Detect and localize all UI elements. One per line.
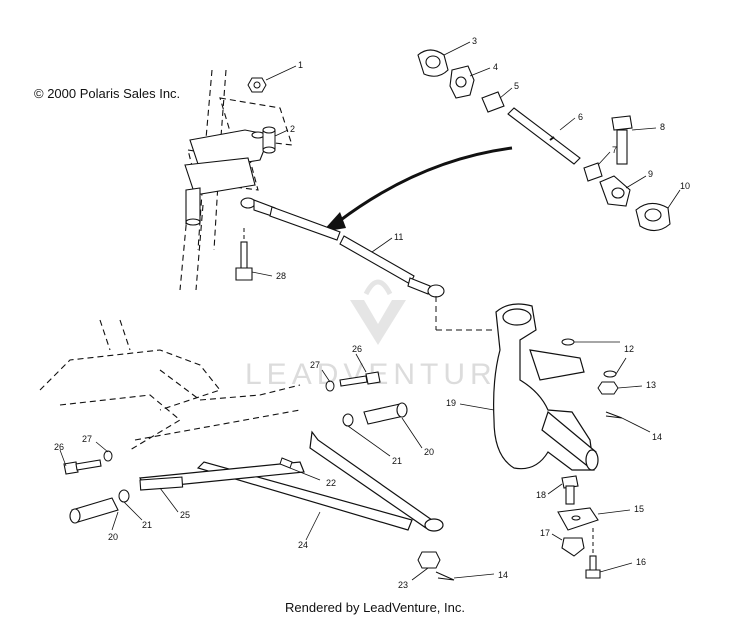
part-23-castle-nut: [417, 551, 441, 569]
part-10-rod-end: [635, 202, 671, 232]
callout-16: 16: [636, 557, 646, 567]
callout-6: 6: [578, 112, 583, 122]
part-26-bolt-left: [63, 459, 102, 475]
svg-text:LEADVENTURE: LEADVENTURE: [245, 358, 522, 391]
callout-28: 28: [276, 271, 286, 281]
part-2-spacer: [262, 126, 276, 154]
callout-1: 1: [298, 60, 303, 70]
part-4-jam-nut: [449, 65, 475, 99]
part-14-cotter-pin: [605, 411, 623, 419]
frame-outline: [39, 319, 301, 451]
part-8-bolt: [611, 115, 633, 165]
callout-26a: 26: [54, 442, 64, 452]
part-26-bolt-right: [339, 371, 381, 387]
part-18-bolt: [561, 475, 579, 505]
callout-23: 23: [398, 580, 408, 590]
part-28-bolt: [235, 241, 253, 281]
part-15-plate: [557, 507, 599, 531]
part-27-nut-left: [103, 450, 113, 462]
callout-21a: 21: [142, 520, 152, 530]
part-1-nut: [247, 77, 267, 93]
part-12-washer: [561, 338, 617, 378]
part-14-cotter-pin-lower: [435, 571, 455, 581]
copyright-text: © 2000 Polaris Sales Inc.: [34, 86, 181, 101]
part-11-tie-rod: [240, 197, 445, 298]
callout-9: 9: [648, 169, 653, 179]
part-19-spindle: [493, 303, 599, 471]
steering-post-arm: [184, 129, 271, 226]
part-21-washer-right: [342, 413, 354, 427]
callout-20b: 20: [424, 447, 434, 457]
part-3-rod-end: [417, 49, 449, 77]
part-25-pivot-tube: [139, 476, 184, 491]
callouts: 1 2 3 4 5 6 7 8 9 10 11 12 13 14 14 15 1…: [54, 36, 690, 590]
callout-5: 5: [514, 81, 519, 91]
callout-27b: 27: [310, 360, 320, 370]
part-16-bolt: [585, 555, 601, 579]
footer-credit: Rendered by LeadVenture, Inc.: [285, 600, 465, 615]
callout-13: 13: [646, 380, 656, 390]
callout-27a: 27: [82, 434, 92, 444]
callout-14b: 14: [498, 570, 508, 580]
direction-arrow: [322, 146, 513, 232]
callout-8: 8: [660, 122, 665, 132]
callout-7: 7: [612, 145, 617, 155]
callout-12: 12: [624, 344, 634, 354]
callout-20a: 20: [108, 532, 118, 542]
callout-22: 22: [326, 478, 336, 488]
leadventure-watermark: LEADVENTURE: [245, 279, 522, 391]
callout-25: 25: [180, 510, 190, 520]
part-5-adjuster-nut: [481, 91, 505, 113]
callout-11: 11: [394, 232, 403, 242]
part-20-bushing-left: [69, 497, 119, 524]
callout-21b: 21: [392, 456, 402, 466]
callout-26b: 26: [352, 344, 362, 354]
part-21-washer-left: [118, 489, 130, 503]
part-7-jam-nut: [583, 162, 603, 182]
part-9-rod-end: [599, 175, 631, 207]
callout-2: 2: [290, 124, 295, 134]
callout-14a: 14: [652, 432, 662, 442]
callout-3: 3: [472, 36, 477, 46]
callout-24: 24: [298, 540, 308, 550]
part-20-bushing-right: [363, 402, 408, 425]
callout-4: 4: [493, 62, 498, 72]
part-6-tie-rod-tube: [507, 107, 581, 165]
part-13-castle-nut: [597, 381, 619, 395]
callout-10: 10: [680, 181, 690, 191]
part-27-nut-right: [325, 380, 335, 392]
callout-19: 19: [446, 398, 456, 408]
callout-17: 17: [540, 528, 550, 538]
callout-18: 18: [536, 490, 546, 500]
part-17-ball-joint: [561, 537, 585, 557]
leader-lines: [59, 41, 681, 581]
callout-15: 15: [634, 504, 644, 514]
